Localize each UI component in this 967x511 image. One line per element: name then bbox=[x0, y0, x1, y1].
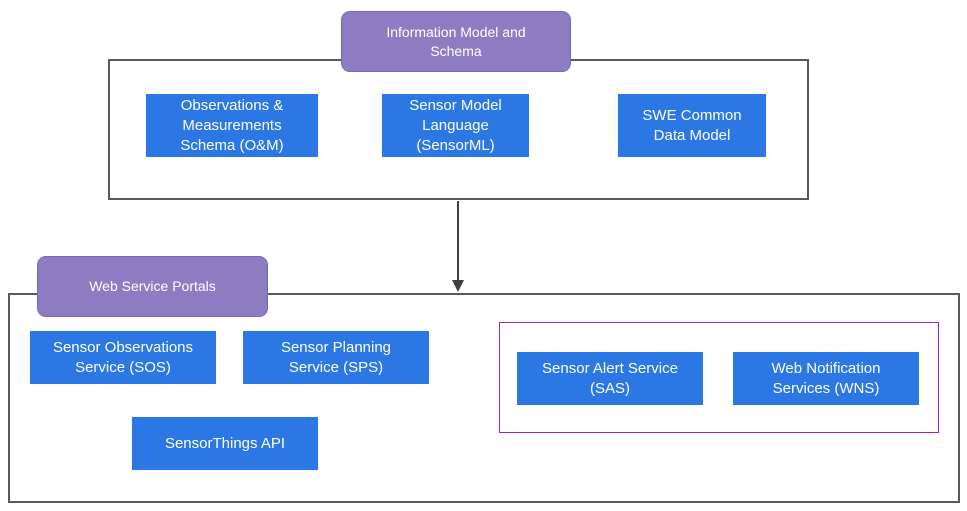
sensorthings-api-box: SensorThings API bbox=[132, 417, 318, 470]
alert-notification-group bbox=[499, 322, 939, 433]
om-schema-box: Observations & Measurements Schema (O&M) bbox=[146, 94, 318, 157]
arrowhead-icon bbox=[452, 280, 464, 292]
sas-box: Sensor Alert Service (SAS) bbox=[517, 352, 703, 405]
web-service-portals-title: Web Service Portals bbox=[37, 256, 268, 317]
sps-box: Sensor Planning Service (SPS) bbox=[243, 331, 429, 384]
wns-box: Web Notification Services (WNS) bbox=[733, 352, 919, 405]
swe-common-box: SWE Common Data Model bbox=[618, 94, 766, 157]
sensorml-box: Sensor Model Language (SensorML) bbox=[382, 94, 529, 157]
sos-box: Sensor Observations Service (SOS) bbox=[30, 331, 216, 384]
information-model-title: Information Model and Schema bbox=[341, 11, 571, 72]
